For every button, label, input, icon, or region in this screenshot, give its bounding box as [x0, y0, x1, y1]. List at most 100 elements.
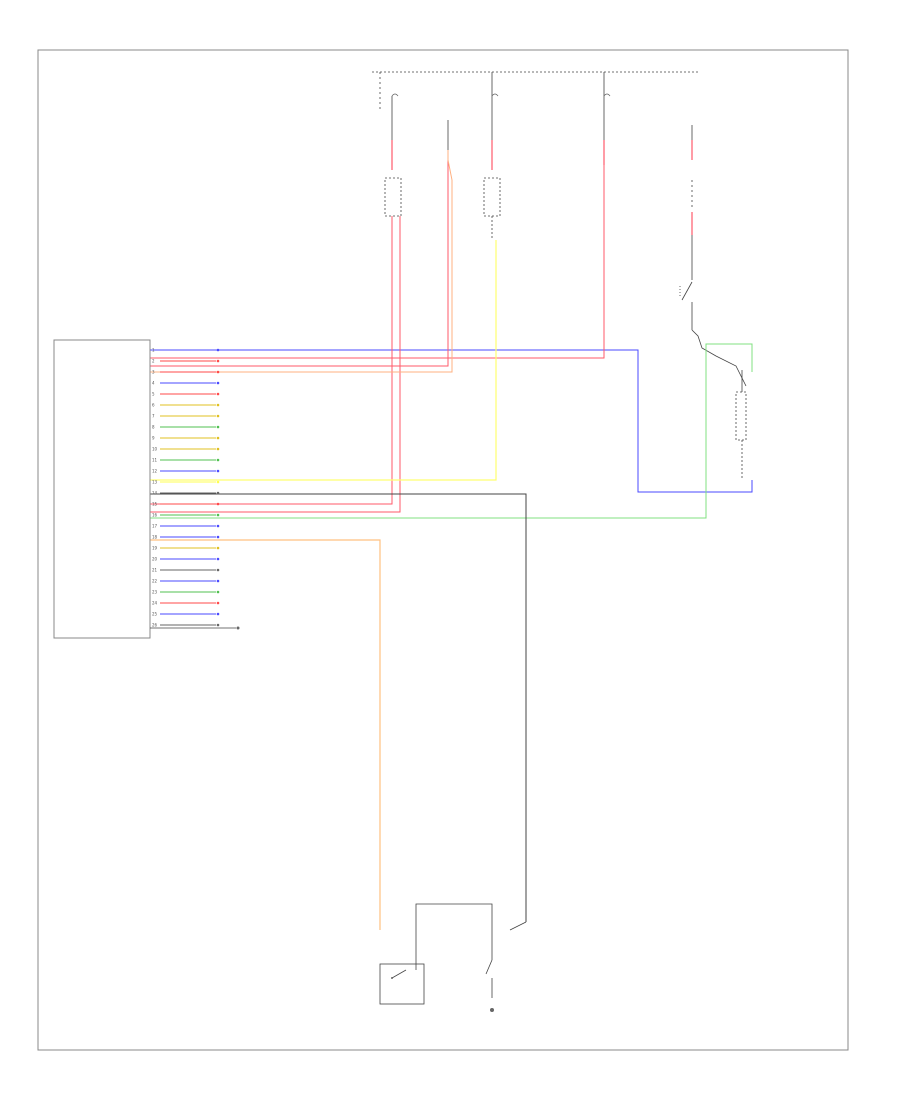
ecu-pin-terminal — [216, 447, 220, 451]
ecu-pin-row: 24 — [152, 601, 220, 606]
ecu-pin-number: 13 — [152, 480, 158, 485]
ecu-pin-terminal — [216, 480, 220, 484]
ecu-pin-terminal — [216, 359, 220, 363]
ecu-pin-row: 1 — [152, 348, 220, 353]
ecu-pin-terminal — [216, 414, 220, 418]
ecu-pin-number: 17 — [152, 524, 158, 529]
ecu-pin-terminal — [216, 524, 220, 528]
bottom-ground-icon — [490, 1008, 494, 1012]
ecu-pin-number: 22 — [152, 579, 158, 584]
fuse-2-icon — [491, 93, 499, 97]
relay-modules — [384, 140, 605, 240]
ecu-pin-number: 4 — [152, 381, 155, 386]
ecu-pin-number: 26 — [152, 623, 158, 628]
ecu-pin-row: 5 — [152, 392, 220, 397]
ecu-pin-number: 5 — [152, 392, 155, 397]
fuse-block — [379, 72, 611, 150]
ecu-pin-row: 20 — [152, 557, 220, 562]
ecu-pin-row: 18 — [152, 535, 220, 540]
ecu-pin-row: 14 — [152, 491, 220, 496]
ecu-pin-terminal — [216, 458, 220, 462]
ecu-pin-terminal — [216, 370, 220, 374]
ecu-block — [53, 339, 151, 639]
fuse-1-icon — [391, 93, 399, 97]
ecu-pin-number: 15 — [152, 502, 158, 507]
ecu-pin-terminal — [216, 436, 220, 440]
ecu-pin-number: 16 — [152, 513, 158, 518]
ecu-pin-row: 8 — [152, 425, 220, 430]
ecu-pin-terminal — [216, 348, 220, 352]
ecu-pin-row: 22 — [152, 579, 220, 584]
ecu-pin-number: 6 — [152, 403, 155, 408]
ecu-pin-terminal — [216, 546, 220, 550]
ecu-pin-number: 1 — [152, 348, 155, 353]
diagram-frame — [37, 49, 849, 1051]
ecu-pin-terminal — [216, 590, 220, 594]
ecu-pin-number: 19 — [152, 546, 158, 551]
harness-runs — [150, 150, 753, 930]
ecu-pin-row: 19 — [152, 546, 220, 551]
ecu-pin-terminal — [216, 502, 220, 506]
ecu-pin-number: 9 — [152, 436, 155, 441]
door-switch-connector — [735, 391, 747, 441]
ecu-pin-row: 26 — [152, 623, 220, 628]
ecu-pin-number: 24 — [152, 601, 158, 606]
ecu-pin-terminal — [216, 513, 220, 517]
ecu-pin-terminal — [216, 557, 220, 561]
ecu-pin-row: 25 — [152, 612, 220, 617]
ecu-pin-number: 14 — [152, 491, 158, 496]
ecu-ground — [150, 626, 240, 630]
ecu-pin-number: 7 — [152, 414, 155, 419]
lock-actuator — [379, 963, 425, 1005]
ecu-pin-row: 23 — [152, 590, 220, 595]
bottom-switch-icon — [485, 959, 493, 975]
ecu-pin-number: 11 — [152, 458, 158, 463]
ecu-pin-number: 18 — [152, 535, 158, 540]
ecu-pin-row: 21 — [152, 568, 220, 573]
ecu-pin-terminal — [216, 381, 220, 385]
ecu-pin-row: 17 — [152, 524, 220, 529]
ecu-pin-terminal — [216, 392, 220, 396]
ecu-pin-row: 13 — [152, 480, 220, 485]
ecu-pin-number: 8 — [152, 425, 155, 430]
ecu-pin-terminal — [216, 491, 220, 495]
fuse-3-icon — [603, 93, 611, 97]
bottom-modules — [379, 903, 527, 1012]
ground-icon — [236, 626, 240, 630]
ecu-pin-number: 10 — [152, 447, 158, 452]
switch-icon — [681, 281, 693, 301]
ecu-pin-number: 2 — [152, 359, 155, 364]
ecu-pin-terminal — [216, 403, 220, 407]
ecu-pin-row: 10 — [152, 447, 220, 452]
ecu-pin-row: 12 — [152, 469, 220, 474]
relay-2 — [483, 177, 501, 217]
ecu-pin-terminal — [216, 535, 220, 539]
ecu-pin-row: 6 — [152, 403, 220, 408]
ecu-pin-terminal — [216, 469, 220, 473]
ecu-pin-row: 15 — [152, 502, 220, 507]
ecu-pin-terminal — [216, 425, 220, 429]
ecu-pin-number: 25 — [152, 612, 158, 617]
ecu-pin-row: 7 — [152, 414, 220, 419]
ecu-pin-terminal — [216, 601, 220, 605]
ecu-pin-number: 20 — [152, 557, 158, 562]
relay-1 — [384, 177, 402, 217]
ecu-pin-number: 21 — [152, 568, 158, 573]
right-switch-column — [679, 125, 747, 480]
ecu-pin-terminal — [216, 568, 220, 572]
ecu-pin-row: 2 — [152, 359, 220, 364]
ecu-pin-terminal — [216, 623, 220, 627]
ecu-pin-terminal — [216, 612, 220, 616]
ecu-pin-row: 4 — [152, 381, 220, 386]
actuator-switch-icon — [391, 969, 407, 979]
ecu-pin-number: 23 — [152, 590, 158, 595]
ecu-pin-terminal — [216, 579, 220, 583]
ecu-pin-row: 3 — [152, 370, 220, 375]
ecu-outline — [53, 339, 151, 639]
ecu-pin-number: 12 — [152, 469, 158, 474]
ecu-pin-row: 16 — [152, 513, 220, 518]
ecu-pin-number: 3 — [152, 370, 155, 375]
ecu-pin-list: 1234567891011121314151617181920212223242… — [152, 348, 220, 628]
ecu-pin-row: 9 — [152, 436, 220, 441]
